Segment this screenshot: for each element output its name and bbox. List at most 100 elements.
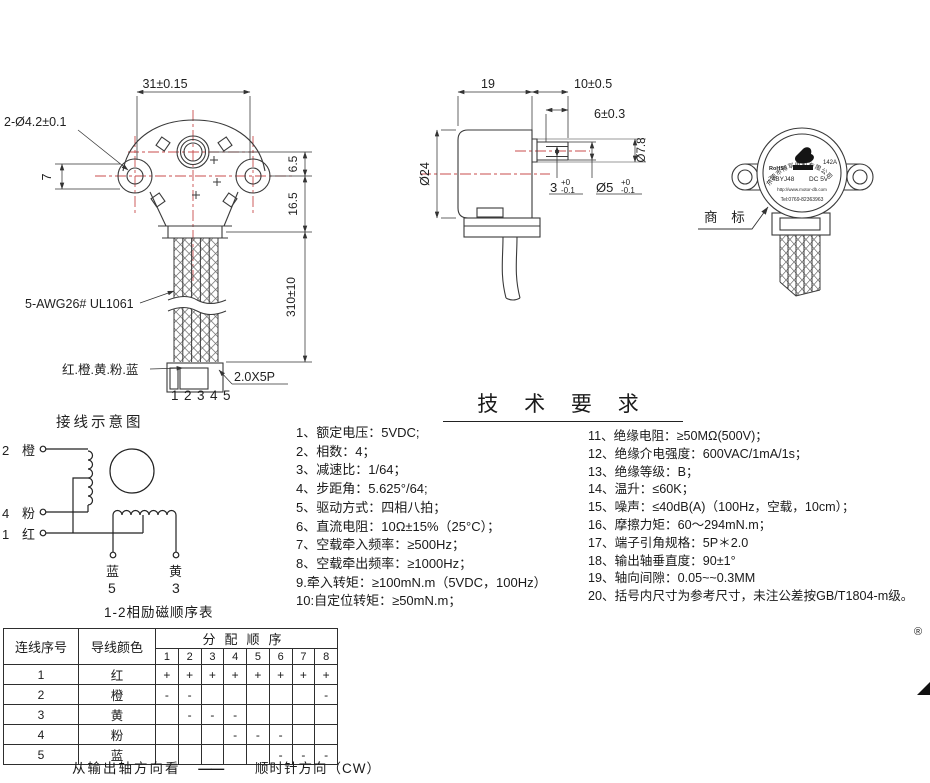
terminal-5-color: 蓝: [106, 564, 119, 579]
col-header-sequence: 分配顺序: [154, 628, 339, 649]
tech-item: 13、绝缘等级：B；: [588, 464, 699, 479]
bird-logo: [795, 147, 814, 164]
registered-mark: ®: [914, 626, 923, 638]
table-cell: [246, 684, 270, 705]
dim-left: 7: [40, 173, 54, 180]
table-cell: -: [223, 704, 247, 725]
dim-flat-length: 6±0.3: [594, 107, 625, 121]
wire-colors-label: 红.橙.黄.粉.蓝: [62, 362, 138, 377]
terminal-3-color: 黄: [169, 564, 182, 579]
tech-item: 12、绝缘介电强度：600VAC/1mA/1s；: [588, 446, 808, 461]
nameplate-tel: Tel:0769-82363963: [781, 197, 824, 203]
view-direction-note: 从输出轴方向看 —— 顺时针方向（CW）: [72, 757, 381, 777]
nameplate-voltage: DC 5V: [809, 176, 829, 183]
tech-item: 2、相数：4；: [296, 443, 376, 459]
step-header-cell: 5: [246, 648, 270, 665]
terminal-5-number: 5: [108, 580, 116, 596]
step-header-cell: 3: [200, 648, 225, 665]
table-cell: +: [314, 664, 339, 685]
tech-item: 5、驱动方式：四相八拍；: [296, 499, 447, 515]
table-cell: [314, 724, 339, 745]
tech-item: 6、直流电阻：10Ω±15%（25°C）；: [296, 518, 501, 534]
terminal-3-number: 3: [172, 580, 180, 596]
side-view: 19 10±0.5 6±0.3 Ø24 Ø7.8 3 +0 -0.1 Ø5 +0…: [418, 77, 648, 301]
tech-item: 15、噪声：≤40dB(A)（100Hz，空载，10cm）；: [588, 500, 855, 515]
step-header-cell: 6: [268, 648, 293, 665]
tech-item: 9.牵入转矩：≥100mN.m（5VDC，100Hz）: [296, 574, 547, 590]
tech-item: 4、步距角：5.625°/64;: [296, 481, 428, 497]
trademark-leader: [698, 206, 769, 230]
connector: [166, 362, 224, 393]
dim-shaft-length: 10±0.5: [574, 77, 612, 91]
tech-item: 10:自定位转矩：≥50mN.m；: [296, 593, 462, 609]
nameplate-code: 142A: [823, 160, 837, 166]
trademark-label: 商 标: [704, 210, 750, 225]
terminal-4-number: 4: [2, 506, 9, 521]
tech-item: 20、括号内尺寸为参考尺寸，未注公差按GB/T1804-m级。: [588, 589, 914, 604]
table-cell: [200, 684, 225, 705]
table-cell: +: [246, 664, 270, 685]
table-cell: 蓝: [78, 744, 156, 765]
dim-mount-holes: 2-Ø4.2±0.1: [4, 115, 66, 129]
wiring-diagram: 接线示意图 2 橙 4 粉 1 红 蓝 5 黄 3: [2, 413, 182, 596]
table-cell: [314, 704, 339, 725]
table-cell: 黄: [78, 704, 156, 725]
table-cell: [291, 724, 316, 745]
dim-wire-length: 310±10: [284, 277, 298, 317]
sequence-table-title: 1-2相励磁顺序表: [104, 605, 214, 620]
col-header-wire-color: 导线颜色: [78, 628, 156, 665]
tech-item: 3、减速比：1/64；: [296, 462, 407, 478]
dim-body-height: 16.5: [286, 192, 300, 216]
terminal-2-number: 2: [2, 443, 9, 458]
tech-item: 7、空载牵入频率：≥500Hz；: [296, 537, 465, 553]
tech-item: 14、温升：≤60K；: [588, 482, 695, 497]
dim-shaft-dia: Ø5: [596, 180, 613, 195]
shaft-tol-upper: +0: [621, 178, 631, 187]
flat-tol-upper: +0: [561, 178, 571, 187]
table-cell: 红: [78, 664, 156, 685]
tech-item: 11、绝缘电阻：≥50MΩ(500V)；: [588, 429, 768, 443]
back-wire-bundle: [779, 235, 821, 297]
rohs-mark: RoHS: [769, 166, 784, 172]
tech-item: 18、输出轴垂直度：90±1°: [588, 553, 736, 568]
table-cell: [155, 724, 179, 745]
motor-front-outline: [117, 119, 271, 239]
table-cell: 5: [3, 744, 79, 765]
tech-requirements-title: 技 术 要 求: [443, 388, 683, 422]
table-cell: 橙: [78, 684, 156, 705]
table-cell: 粉: [78, 724, 156, 745]
table-cell: -: [314, 684, 339, 705]
note-left: 从输出轴方向看: [72, 761, 181, 776]
note-dash: ——: [198, 761, 224, 776]
table-cell: [268, 704, 293, 725]
logo-bar: [793, 165, 813, 170]
dim-offset: 6.5: [286, 155, 300, 172]
terminal-1-number: 1: [2, 527, 9, 542]
tech-item: 16、摩擦力矩：60～294mN.m；: [588, 517, 772, 532]
wire-harness: [166, 238, 227, 393]
table-cell: +: [200, 664, 225, 685]
step-header-cell: 1: [155, 648, 179, 665]
step-header-cell: 4: [223, 648, 247, 665]
step-header-cell: 8: [314, 648, 339, 665]
terminal-2-color: 橙: [22, 443, 35, 458]
dim-boss-dia: Ø7.8: [636, 138, 648, 163]
nameplate-url: http://www.motor-db.com: [777, 187, 827, 192]
front-view: 31±0.15 2-Ø4.2±0.1 7 6.5 16.5 310±10 5-A…: [4, 77, 312, 403]
table-cell: -: [268, 724, 293, 745]
nameplate-model: 24BYJ48: [768, 176, 795, 183]
table-cell: -: [246, 724, 270, 745]
wiring-title: 接线示意图: [56, 413, 144, 431]
corner-triangle: [917, 682, 930, 695]
table-cell: [177, 724, 202, 745]
wiring-circuit: [39, 445, 180, 559]
table-cell: -: [223, 724, 247, 745]
motor-side-outline: [457, 129, 569, 301]
